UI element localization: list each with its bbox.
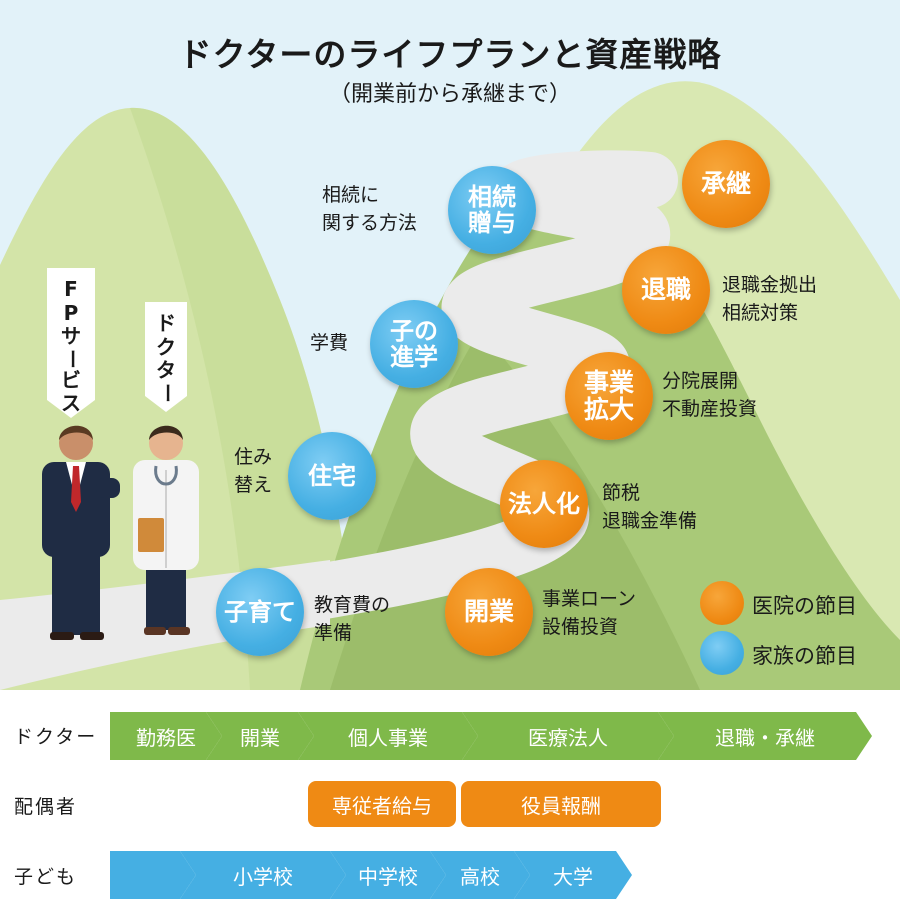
fp-shoe-left: [50, 632, 74, 640]
fp-label-char-2: P: [63, 300, 79, 325]
child-stage-university: 大学: [514, 851, 632, 899]
doctor-label-char-2: ク: [156, 334, 176, 359]
milestone-housing: 住宅: [288, 432, 376, 520]
fp-label-banner: [47, 268, 95, 418]
page-title: ドクターのライフプランと資産戦略: [178, 35, 722, 74]
doctor-label: ド ク タ ー: [145, 311, 187, 403]
milestone-inheritance-gift: 相続 贈与: [448, 166, 536, 254]
doctor-label-char-3: タ: [156, 358, 176, 383]
legend-clinic-label: 医院の節目: [752, 594, 857, 618]
doctor-stage-employed: 勤務医: [110, 712, 222, 760]
milestone-child-rearing: 子育て: [216, 568, 304, 656]
timeline-label-child: 子ども: [14, 866, 78, 888]
doctor-label-char-4: ー: [154, 382, 179, 403]
doctor-stage-sole-proprietor: 個人事業: [298, 712, 478, 760]
milestone-retirement: 退職: [622, 246, 710, 334]
doctor-stage-opening: 開業: [206, 712, 314, 760]
milestone-opening: 開業: [445, 568, 533, 656]
doctor-head: [149, 426, 183, 460]
fp-head: [59, 426, 93, 460]
doctor-clipboard: [138, 518, 164, 552]
timeline-label-spouse: 配偶者: [14, 796, 78, 818]
fp-tie: [71, 466, 81, 512]
child-stage-junior-high: 中学校: [330, 851, 446, 899]
doctor-stage-medical-corporation: 医療法人: [462, 712, 674, 760]
left-mountain-shade: [130, 107, 360, 690]
milestone-business-expansion: 事業 拡大: [565, 352, 653, 440]
legend-clinic-swatch: [700, 581, 744, 625]
milestone-incorporation: 法人化: [500, 460, 588, 548]
fp-hair: [59, 425, 93, 440]
milestone-succession: 承継: [682, 140, 770, 228]
doctor-stage-retire-succession: 退職・承継: [658, 712, 872, 760]
fp-label-char-1: F: [64, 277, 78, 301]
spouse-stage-family-employee-salary: 専従者給与: [308, 781, 456, 827]
child-stage-preschool: [110, 851, 196, 899]
note-retirement: 退職金拠出 相続対策: [722, 274, 818, 324]
milestone-child-education: 子の 進学: [370, 300, 458, 388]
fp-label-char-5: ビ: [61, 367, 81, 392]
timeline-label-doctor: ドクター: [14, 726, 98, 748]
doctor-figure: [133, 425, 199, 635]
note-incorporation: 節税 退職金準備: [602, 482, 698, 532]
child-stage-elementary: 小学校: [180, 851, 346, 899]
legend-family-swatch: [700, 631, 744, 675]
legend-family-label: 家族の節目: [752, 644, 857, 668]
child-stage-high-school: 高校: [430, 851, 530, 899]
fp-service-label: F P サ ー ビ ス: [47, 277, 95, 416]
doctor-stethoscope: [154, 465, 178, 486]
fp-service-figure: [42, 425, 120, 640]
fp-label-char-6: ス: [61, 391, 81, 416]
note-inheritance-gift: 相続に 関する方法: [322, 184, 418, 234]
doctor-hair: [149, 425, 183, 440]
fp-label-char-3: サ: [61, 324, 81, 349]
fp-shoe-right: [80, 632, 104, 640]
fp-arm: [96, 478, 120, 498]
note-child-rearing: 教育費の 準備: [314, 594, 391, 644]
note-opening: 事業ローン 設備投資: [542, 588, 637, 638]
note-child-education: 学費: [310, 332, 349, 354]
doctor-shoe-right: [168, 627, 190, 635]
doctor-shoe-left: [144, 627, 166, 635]
note-housing: 住み 替え: [234, 446, 273, 496]
page-subtitle: （開業前から承継まで）: [328, 82, 571, 107]
doctor-label-banner: [145, 302, 187, 412]
doctor-label-char-1: ド: [156, 311, 176, 335]
spouse-stage-executive-compensation: 役員報酬: [461, 781, 661, 827]
fp-label-char-4: ー: [59, 348, 84, 369]
note-business-expansion: 分院展開 不動産投資: [662, 370, 758, 420]
